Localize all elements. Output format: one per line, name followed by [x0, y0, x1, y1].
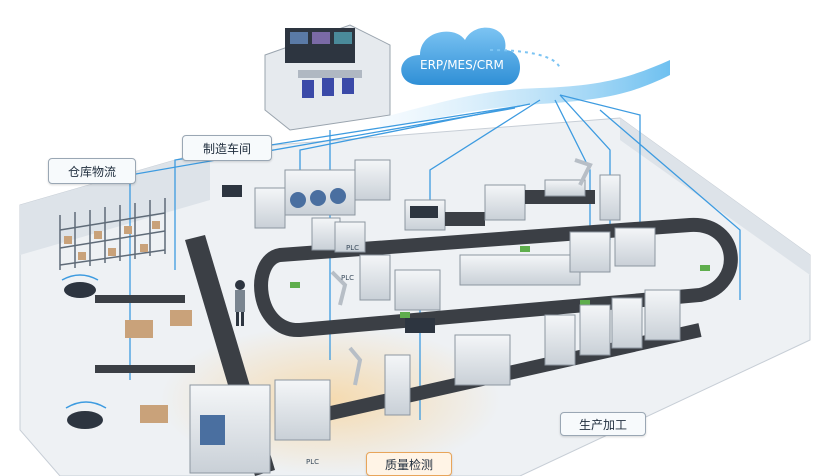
control-room: [264, 24, 391, 131]
plc-label: PLC: [306, 458, 320, 466]
lower-machines: [189, 289, 681, 474]
robot-arm-left: [330, 270, 348, 306]
upper-machines: [254, 159, 621, 253]
zone-label-production-text: 生产加工: [578, 417, 627, 432]
display-screen: [222, 185, 242, 197]
zone-label-inspection-text: 质量检测: [384, 457, 433, 472]
agv-robot-bottom: [65, 401, 107, 429]
zone-label-warehouse-text: 仓库物流: [67, 164, 116, 179]
worker: [235, 280, 245, 326]
robot-arm-right: [348, 158, 593, 386]
cloud-icon: [401, 27, 520, 85]
agv-robot-top: [61, 274, 99, 298]
zone-label-workshop-text: 制造车间: [202, 141, 251, 156]
zone-label-workshop: 制造车间: [182, 135, 272, 161]
cloud-label: ERP/MES/CRM: [420, 58, 504, 72]
plc-label: PLC: [341, 274, 355, 282]
data-stream: [380, 49, 670, 130]
zone-label-production: 生产加工: [560, 412, 646, 436]
zone-label-inspection: 质量检测: [366, 452, 452, 476]
inner-machines: [359, 227, 656, 333]
plc-label: PLC: [346, 244, 360, 252]
zone-label-warehouse: 仓库物流: [48, 158, 136, 184]
